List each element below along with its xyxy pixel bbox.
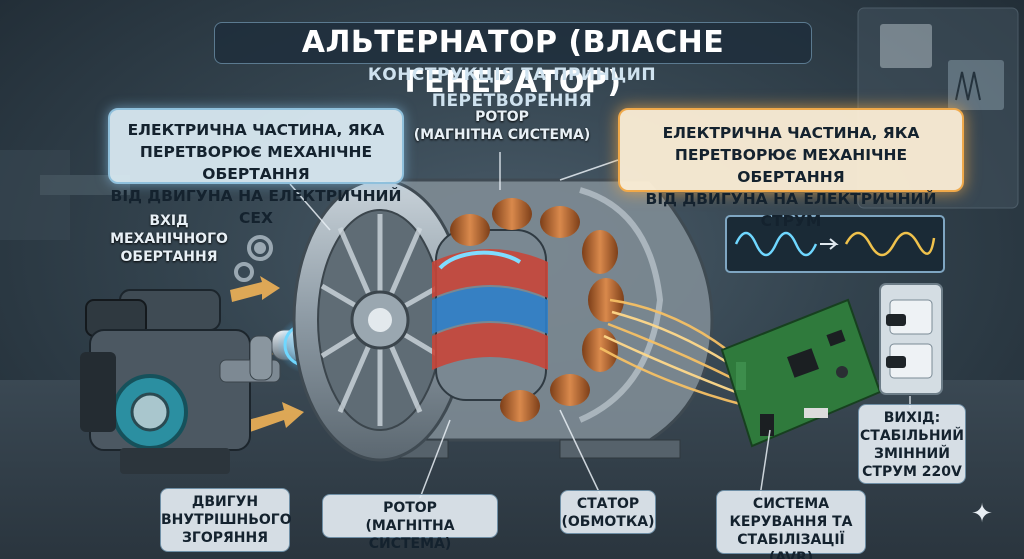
label-line: МЕХАНІЧНОГО (110, 231, 228, 247)
label-output: ВИХІД: СТАБІЛЬНИЙ ЗМІННИЙ СТРУМ 220V (858, 404, 966, 484)
callout-electrical-part-left: ЕЛЕКТРИЧНА ЧАСТИНА, ЯКА ПЕРЕТВОРЮЄ МЕХАН… (108, 108, 404, 227)
label-engine: ДВИГУН ВНУТРІШНЬОГО ЗГОРЯННЯ (160, 488, 292, 552)
callout-line: ПЕРЕТВОРЮЄ МЕХАНІЧНЕ ОБЕРТАННЯ (139, 143, 373, 183)
page-subtitle: КОНСТРУКЦІЯ ТА ПРИНЦИП ПЕРЕТВОРЕННЯ (367, 65, 657, 111)
label-avr: СИСТЕМА КЕРУВАННЯ ТА СТАБІЛІЗАЦІЇ (AVR) (716, 490, 866, 559)
label-mechanical-input: ВХІД МЕХАНІЧНОГО ОБЕРТАННЯ (104, 212, 234, 266)
callout-electrical-part-right: ЕЛЕКТРИЧНА ЧАСТИНА, ЯКА ПЕРЕТВОРЮЄ МЕХАН… (618, 108, 964, 230)
label-line: ВНУТРІШНЬОГО (161, 512, 292, 528)
callout-line: ВІД ДВИГУНА НА ЕЛЕКТРИЧНИЙ СТРУМ (645, 190, 937, 230)
label-line: СИСТЕМА (752, 496, 830, 512)
label-line: ДВИГУН (191, 494, 259, 510)
label-rotor-bottom: РОТОР (МАГНІТНА СИСТЕМА) (322, 494, 498, 552)
label-line: РОТОР (475, 109, 529, 125)
label-line: ОБЕРТАННЯ (120, 249, 218, 265)
label-line: ВХІД (149, 213, 189, 229)
label-line: ЗМІННИЙ (874, 446, 950, 462)
engine (80, 289, 251, 474)
label-line: ЗГОРЯННЯ (181, 530, 269, 546)
page-title: АЛЬТЕРНАТОР (ВЛАСНЕ ГЕНЕРАТОР) (214, 22, 812, 100)
callout-line: ВІД ДВИГУНА НА ЕЛЕКТРИЧНИЙ СЕХ (110, 187, 402, 227)
label-line: СТАБІЛІЗАЦІЇ (AVR) (737, 532, 845, 559)
label-line: (МАГНІТНА СИСТЕМА) (413, 127, 591, 143)
sine-wave-icon (725, 215, 945, 273)
label-line: СТРУМ 220V (862, 464, 962, 480)
label-rotor-top: РОТОР (МАГНІТНА СИСТЕМА) (410, 108, 594, 144)
label-line: (ОБМОТКА) (561, 514, 655, 530)
avr-circuit-board (720, 298, 882, 448)
callout-line: ЕЛЕКТРИЧНА ЧАСТИНА, ЯКА (662, 124, 920, 142)
stator-windings (450, 187, 664, 423)
gear-icon (234, 235, 273, 282)
callout-line: ЕЛЕКТРИЧНА ЧАСТИНА, ЯКА (127, 121, 385, 139)
rotor (432, 229, 548, 401)
socket-icon (879, 283, 943, 395)
callout-line: ПЕРЕТВОРЮЄ МЕХАНІЧНЕ ОБЕРТАННЯ (674, 146, 908, 186)
label-line: ВИХІД: (883, 410, 941, 426)
label-stator: СТАТОР (ОБМОТКА) (560, 490, 656, 534)
label-line: КЕРУВАННЯ ТА (729, 514, 853, 530)
sparkle-icon: ✦ (971, 499, 993, 529)
label-line: РОТОР (383, 500, 437, 516)
label-line: (МАГНІТНА СИСТЕМА) (365, 518, 455, 552)
leader-lines (289, 152, 911, 499)
label-line: СТАТОР (576, 496, 640, 512)
label-line: СТАБІЛЬНИЙ (860, 428, 964, 444)
